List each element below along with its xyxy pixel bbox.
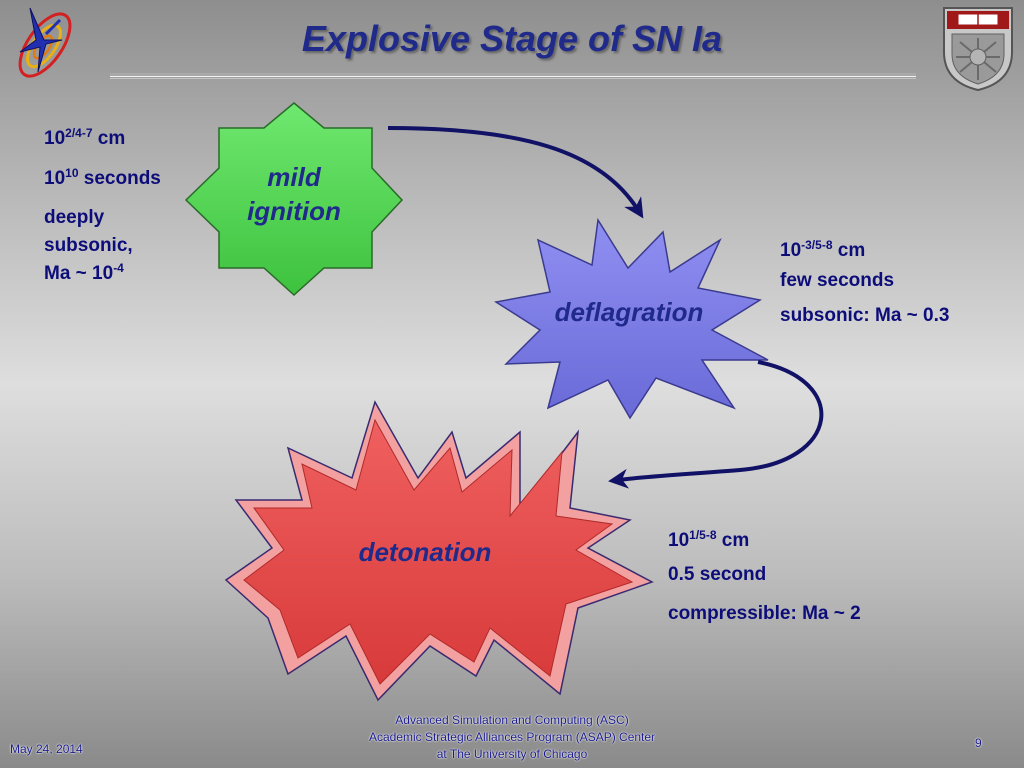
footer-center-line2: Academic Strategic Alliances Program (AS… (368, 730, 656, 744)
flash-center-logo-icon (18, 7, 72, 78)
detonation-size-unit: cm (716, 530, 750, 551)
ignition-time-text: 1010 seconds (44, 166, 161, 190)
deflagration-size-exponent: -3/5-8 (801, 238, 833, 252)
university-shield-icon (943, 7, 1013, 92)
detonation-speed-text: compressible: Ma ~ 2 (668, 603, 861, 624)
ignition-time-base: 10 (44, 168, 66, 189)
ignition-time-exponent: 10 (65, 166, 79, 180)
mild-ignition-star-shape (184, 102, 404, 297)
deflagration-speed-text: subsonic: Ma ~ 0.3 (780, 305, 950, 326)
title-divider (110, 73, 916, 77)
mild-ignition-label: mild ignition (226, 160, 362, 228)
arrow-ignition-to-deflagration (387, 126, 644, 219)
footer-page-number: 9 (975, 736, 982, 750)
deflagration-burst-shape (493, 217, 769, 420)
slide-title: Explosive Stage of SN Ia (301, 18, 723, 59)
ignition-mach-prefix: Ma ~ 10 (44, 263, 114, 284)
ignition-speed-line2: subsonic, (44, 235, 133, 256)
deflagration-size-text: 10-3/5-8 cm (780, 238, 866, 262)
detonation-size-text: 101/5-8 cm (668, 528, 750, 552)
detonation-size-exponent: 1/5-8 (689, 528, 717, 542)
mild-ignition-label-line1: mild (267, 162, 321, 192)
detonation-time-text: 0.5 second (668, 564, 767, 585)
deflagration-size-base: 10 (780, 240, 802, 261)
ignition-mach-exponent: -4 (113, 261, 124, 275)
mild-ignition-label-line2: ignition (247, 196, 341, 226)
ignition-size-text: 102/4-7 cm (44, 126, 126, 150)
ignition-size-unit: cm (92, 128, 126, 149)
title-divider-shadow (110, 78, 916, 79)
footer-center-text: Advanced Simulation and Computing (ASC) … (262, 712, 762, 763)
detonation-burst-shape (243, 418, 634, 685)
ignition-speed-line1: deeply (44, 207, 105, 228)
detonation-size-base: 10 (668, 530, 690, 551)
ignition-time-unit: seconds (78, 168, 161, 189)
deflagration-size-unit: cm (832, 240, 866, 261)
deflagration-time-text: few seconds (780, 270, 895, 291)
ignition-mach-text: Ma ~ 10-4 (44, 261, 124, 285)
arrow-deflagration-to-detonation (608, 360, 824, 489)
deflagration-label: deflagration (554, 297, 704, 327)
footer-date: May 24, 2014 (10, 742, 83, 756)
detonation-label: detonation (358, 537, 492, 567)
footer-center-line3: at The University of Chicago (436, 747, 588, 761)
footer-center-line1: Advanced Simulation and Computing (ASC) (395, 713, 629, 727)
ignition-size-exponent: 2/4-7 (65, 126, 93, 140)
ignition-size-base: 10 (44, 128, 66, 149)
